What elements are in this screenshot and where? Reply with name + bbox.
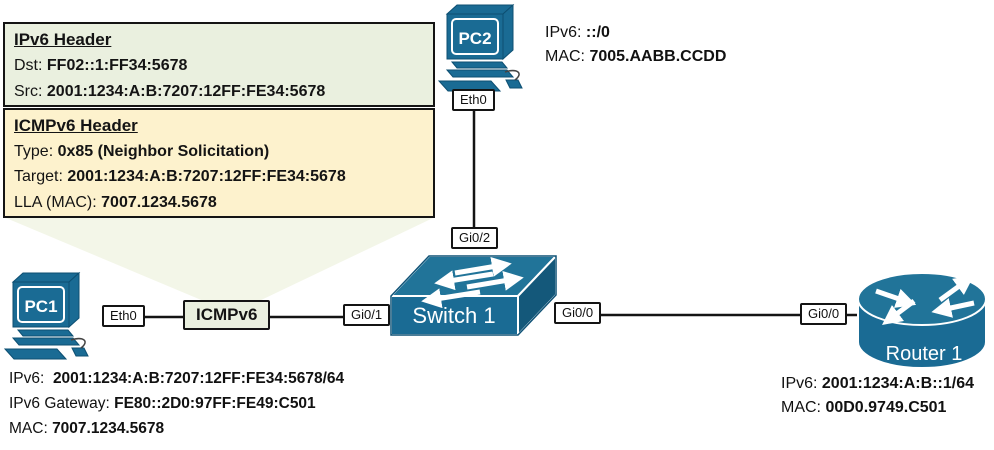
- switch1-icon: Switch 1: [388, 253, 559, 338]
- router1-info: IPv6: 2001:1234:A:B::1/64 MAC: 00D0.9749…: [781, 372, 974, 420]
- switch-gi0-1-port-label: Gi0/1: [343, 304, 391, 326]
- switch-gi0-0-port-label: Gi0/0: [554, 302, 602, 324]
- icmpv6-packet-tag: ICMPv6: [183, 300, 271, 330]
- mouse-cable-icon: [70, 337, 86, 349]
- switch1-label: Switch 1: [412, 303, 495, 328]
- pc2-ipv6-line: IPv6: ::/0: [545, 24, 610, 41]
- pc1-info: IPv6: 2001:1234:A:B:7207:12FF:FE34:5678/…: [9, 366, 344, 441]
- icmpv6-type-field: Type: 0x85 (Neighbor Solicitation): [14, 142, 270, 160]
- router-ipv6-line: IPv6: 2001:1234:A:B::1/64: [781, 375, 974, 392]
- switch-arrows-icon: [421, 256, 524, 309]
- router-gi0-0-port-label: Gi0/0: [800, 303, 848, 325]
- pc1-icon: PC1: [3, 271, 89, 360]
- pc1-ipv6-line: IPv6: 2001:1234:A:B:7207:12FF:FE34:5678/…: [9, 370, 345, 387]
- router-mac-line: MAC: 00D0.9749.C501: [781, 399, 947, 416]
- pc2-icon: PC2: [437, 3, 523, 92]
- pc1-mac-line: MAC: 7007.1234.5678: [9, 420, 165, 437]
- icmpv6-lla-field: LLA (MAC): 7007.1234.5678: [14, 193, 217, 211]
- pc1-label: PC1: [24, 297, 57, 316]
- router1-label: Router 1: [886, 343, 963, 365]
- icmpv6-target-field: Target: 2001:1234:A:B:7207:12FF:FE34:567…: [14, 168, 346, 185]
- pc1-gateway-line: IPv6 Gateway: FE80::2D0:97FF:FE49:C501: [9, 395, 316, 412]
- pc2-label: PC2: [458, 29, 491, 48]
- switch-gi0-2-port-label: Gi0/2: [451, 227, 499, 249]
- pc2-info: IPv6: ::/0 MAC: 7005.AABB.CCDD: [545, 21, 726, 69]
- ipv6-header-title: IPv6 Header: [14, 30, 112, 49]
- router-arrows-icon: [875, 275, 975, 325]
- ipv6-src-field: Src: 2001:1234:A:B:7207:12FF:FE34:5678: [14, 83, 326, 100]
- callout-funnel: [6, 218, 433, 302]
- icmpv6-header-title: ICMPv6 Header: [14, 116, 138, 135]
- router1-icon: Router 1: [857, 272, 987, 369]
- pc2-eth0-port-label: Eth0: [452, 89, 495, 111]
- ipv6-dst-field: Dst: FF02::1:FF34:5678: [14, 57, 188, 74]
- ipv6-header-callout: IPv6 Header Dst: FF02::1:FF34:5678 Src: …: [3, 22, 435, 107]
- mouse-cable-icon: [504, 69, 520, 81]
- icmpv6-header-callout: ICMPv6 Header Type: 0x85 (Neighbor Solic…: [3, 108, 435, 218]
- pc2-mac-line: MAC: 7005.AABB.CCDD: [545, 48, 727, 65]
- pc1-eth0-port-label: Eth0: [102, 305, 145, 327]
